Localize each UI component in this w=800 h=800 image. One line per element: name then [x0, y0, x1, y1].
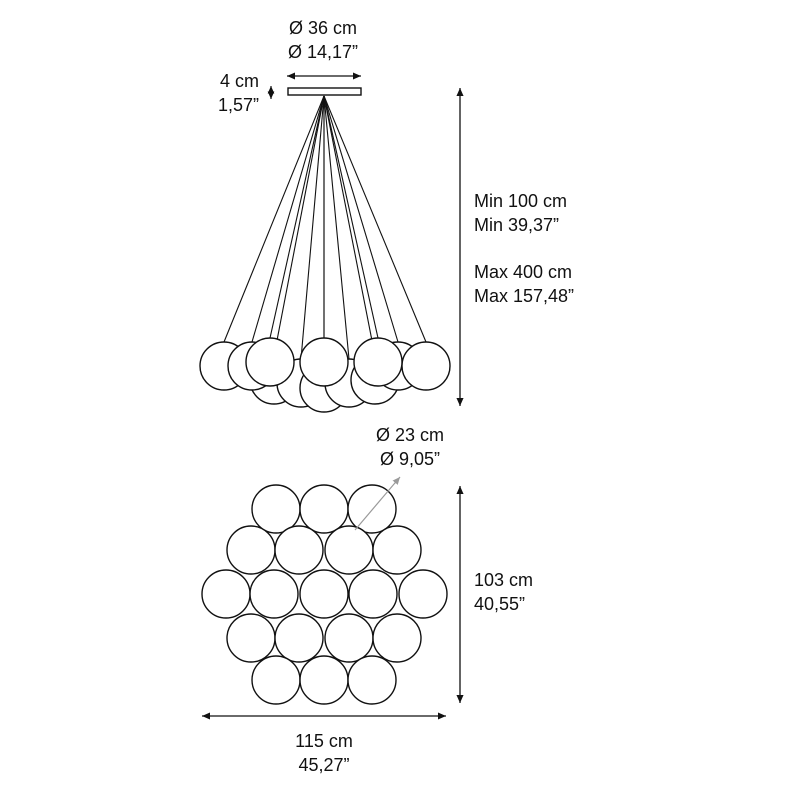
suspension-cable	[323, 95, 350, 360]
glass-sphere	[249, 569, 299, 619]
glass-sphere	[324, 525, 374, 575]
drop-max-in-label: Max 157,48”	[474, 286, 574, 306]
sphere-diameter-cm-label: Ø 23 cm	[376, 425, 444, 445]
plan-view	[201, 476, 464, 720]
elevation-view	[199, 72, 464, 413]
glass-sphere	[226, 525, 276, 575]
glass-sphere	[348, 569, 398, 619]
glass-sphere	[401, 341, 451, 391]
glass-sphere	[201, 569, 251, 619]
glass-sphere	[274, 525, 324, 575]
glass-sphere	[372, 525, 422, 575]
canopy-height-in-label: 1,57”	[218, 95, 259, 115]
glass-sphere	[226, 613, 276, 663]
glass-sphere	[372, 613, 422, 663]
ceiling-canopy	[287, 87, 362, 96]
plan-width-in-label: 45,27”	[298, 755, 349, 775]
canopy-diameter-in-label: Ø 14,17”	[288, 42, 358, 62]
sphere-diameter-in-label: Ø 9,05”	[380, 449, 440, 469]
plan-spheres	[201, 484, 448, 705]
suspension-cable	[323, 95, 427, 343]
glass-sphere	[324, 613, 374, 663]
drop-min-in-label: Min 39,37”	[474, 215, 559, 235]
sphere-diameter-leader-line	[354, 476, 401, 531]
glass-sphere	[274, 613, 324, 663]
dimension-labels: Ø 36 cm Ø 14,17” 4 cm 1,57” Min 100 cm M…	[218, 18, 574, 775]
canopy-height-cm-label: 4 cm	[220, 71, 259, 91]
suspension-cable	[269, 95, 325, 339]
glass-sphere	[398, 569, 448, 619]
suspension-cable	[323, 95, 376, 357]
canopy-diameter-cm-label: Ø 36 cm	[289, 18, 357, 38]
plan-width-cm-label: 115 cm	[295, 731, 353, 751]
suspension-cable	[223, 95, 325, 343]
plan-depth-cm-label: 103 cm	[474, 570, 533, 590]
glass-sphere	[299, 337, 349, 387]
suspension-cable	[300, 95, 325, 360]
suspension-cable	[251, 95, 325, 343]
suspension-cables	[223, 95, 427, 364]
glass-sphere	[251, 484, 301, 534]
elevation-spheres	[199, 337, 451, 413]
glass-sphere	[299, 569, 349, 619]
suspension-cable	[323, 95, 399, 343]
drop-min-cm-label: Min 100 cm	[474, 191, 567, 211]
glass-sphere	[299, 484, 349, 534]
glass-sphere	[353, 337, 403, 387]
suspension-cable	[323, 95, 379, 339]
glass-sphere	[299, 655, 349, 705]
drop-max-cm-label: Max 400 cm	[474, 262, 572, 282]
glass-sphere	[245, 337, 295, 387]
glass-sphere	[347, 655, 397, 705]
glass-sphere	[347, 484, 397, 534]
plan-depth-in-label: 40,55”	[474, 594, 525, 614]
glass-sphere	[251, 655, 301, 705]
suspension-cable	[273, 95, 325, 357]
